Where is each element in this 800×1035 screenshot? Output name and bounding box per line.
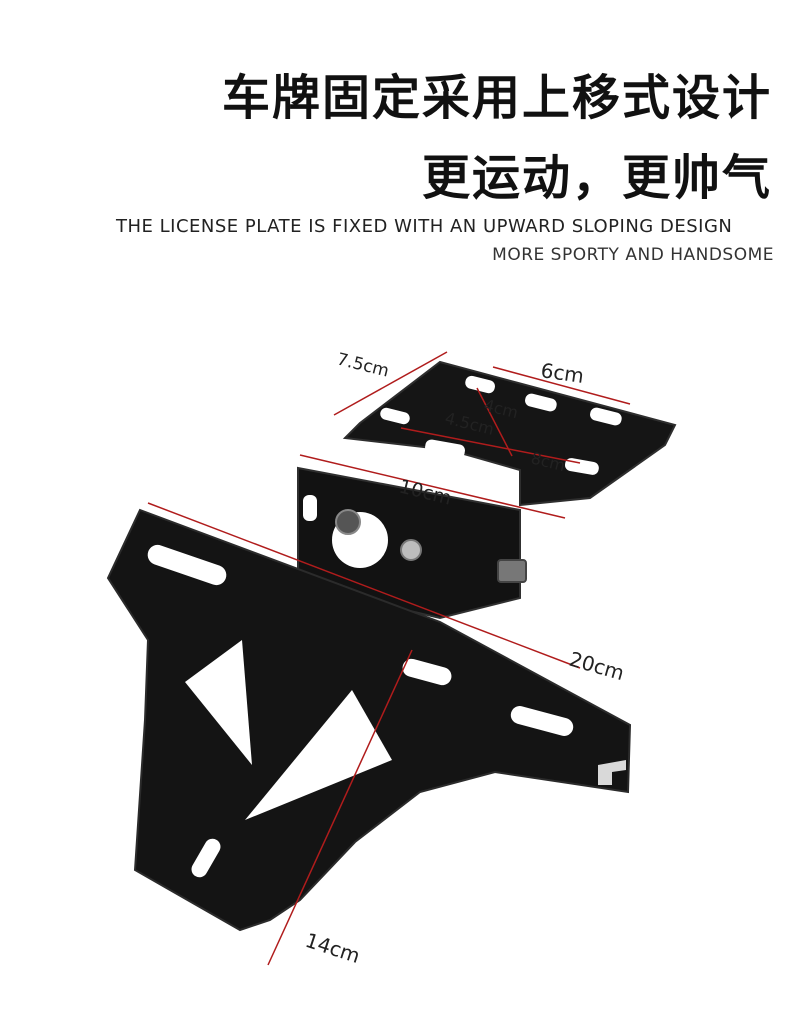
bolt [335,509,361,535]
slot [465,375,495,394]
slot [402,658,452,686]
dim-line-top-length [400,427,581,464]
dim-line-top-depth [333,351,448,416]
subtitle-line-1: THE LICENSE PLATE IS FIXED WITH AN UPWAR… [116,216,733,237]
dim-line-mount-width [299,454,566,519]
bolt [400,539,422,561]
mount-block [297,466,527,620]
dim-label-plate-height: 14cm [302,928,363,968]
dim-line-top-width [492,366,631,405]
bolt-slot [598,760,626,785]
side-bolt [497,559,527,583]
dim-line-arm-length [147,502,581,669]
slot [510,706,574,736]
headline-line-1: 车牌固定采用上移式设计 [221,70,772,126]
dim-line-hole-spacing [476,387,513,457]
top-mounting-plate [342,360,677,507]
subtitle-line-2: MORE SPORTY AND HANDSOME [492,245,774,265]
cutout [185,640,252,765]
slot [525,393,557,412]
license-plate-bracket-photo: 7.5cm 6cm 4cm 4.5cm 8cm 10cm 20cm 14cm [106,349,677,968]
dim-label-top-depth: 7.5cm [335,349,391,381]
dim-line-plate-height [267,649,413,966]
dim-label-top-width: 6cm [539,358,585,388]
slot [191,838,221,878]
cutout [245,690,392,820]
dimension-lines [147,351,631,966]
slot [425,439,465,459]
slot [380,407,410,425]
slot [147,544,227,586]
dim-label-arm-length: 20cm [567,647,627,685]
slot [590,407,622,426]
headline-line-2: 更运动，更帅气 [421,150,772,206]
slot [303,495,317,521]
main-bracket [106,508,632,932]
